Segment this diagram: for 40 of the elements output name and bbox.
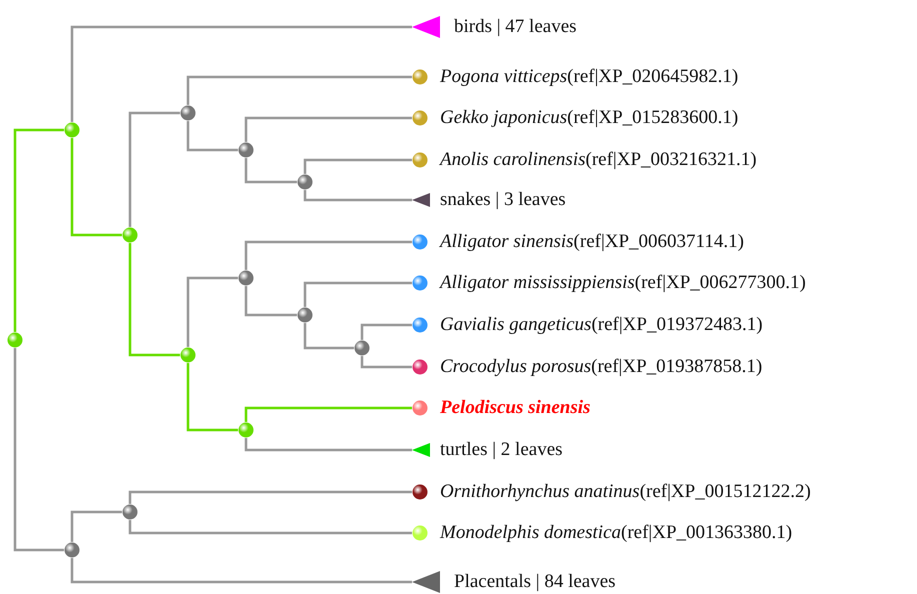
branch-line	[128, 520, 412, 534]
branch-line	[244, 406, 412, 422]
taxon-label: Gavialis gangeticus(ref|XP_019372483.1)	[440, 314, 763, 336]
branch-line	[186, 276, 238, 347]
taxon-label: Anolis carolinensis(ref|XP_003216321.1)	[440, 149, 757, 171]
taxon-label: turtles | 2 leaves	[440, 439, 563, 461]
branch-line	[14, 348, 64, 552]
branch-line	[70, 138, 122, 236]
branch-line	[244, 158, 297, 184]
branch-line	[128, 243, 180, 356]
taxon-label: birds | 47 leaves	[454, 16, 577, 38]
branch-line	[244, 240, 412, 270]
branch-line	[360, 356, 412, 368]
branch-line	[128, 490, 412, 504]
branch-line	[244, 286, 297, 316]
branch-line	[360, 324, 412, 340]
taxon-label: Gekko japonicus(ref|XP_015283600.1)	[440, 107, 738, 129]
branch-line	[186, 121, 238, 152]
branch-line	[186, 76, 412, 105]
branch-line	[304, 282, 412, 307]
taxon-label: snakes | 3 leaves	[440, 189, 566, 211]
taxon-label: Crocodylus porosus(ref|XP_019387858.1)	[440, 356, 762, 378]
taxon-label: Placentals | 84 leaves	[454, 571, 616, 593]
branch-line	[304, 158, 412, 174]
taxon-label: Alligator sinensis(ref|XP_006037114.1)	[440, 231, 744, 253]
branch-line	[14, 128, 64, 332]
branch-line	[128, 112, 180, 227]
branch-line	[70, 558, 412, 584]
taxon-label: Alligator mississippiensis(ref|XP_006277300.1)	[440, 272, 806, 294]
branch-line	[304, 323, 354, 350]
branch-line	[70, 26, 412, 122]
branch-line	[244, 116, 412, 142]
branch-line	[244, 438, 412, 452]
taxon-label: Monodelphis domestica(ref|XP_001363380.1)	[440, 522, 792, 544]
taxon-label: Pogona vitticeps(ref|XP_020645982.1)	[440, 66, 738, 88]
branch-line	[304, 190, 412, 202]
branch-line	[70, 510, 122, 542]
branch-line	[186, 363, 238, 432]
taxon-label: Pelodiscus sinensis	[440, 397, 590, 419]
taxon-label: Ornithorhynchus anatinus(ref|XP_001512122.2)	[440, 481, 811, 503]
